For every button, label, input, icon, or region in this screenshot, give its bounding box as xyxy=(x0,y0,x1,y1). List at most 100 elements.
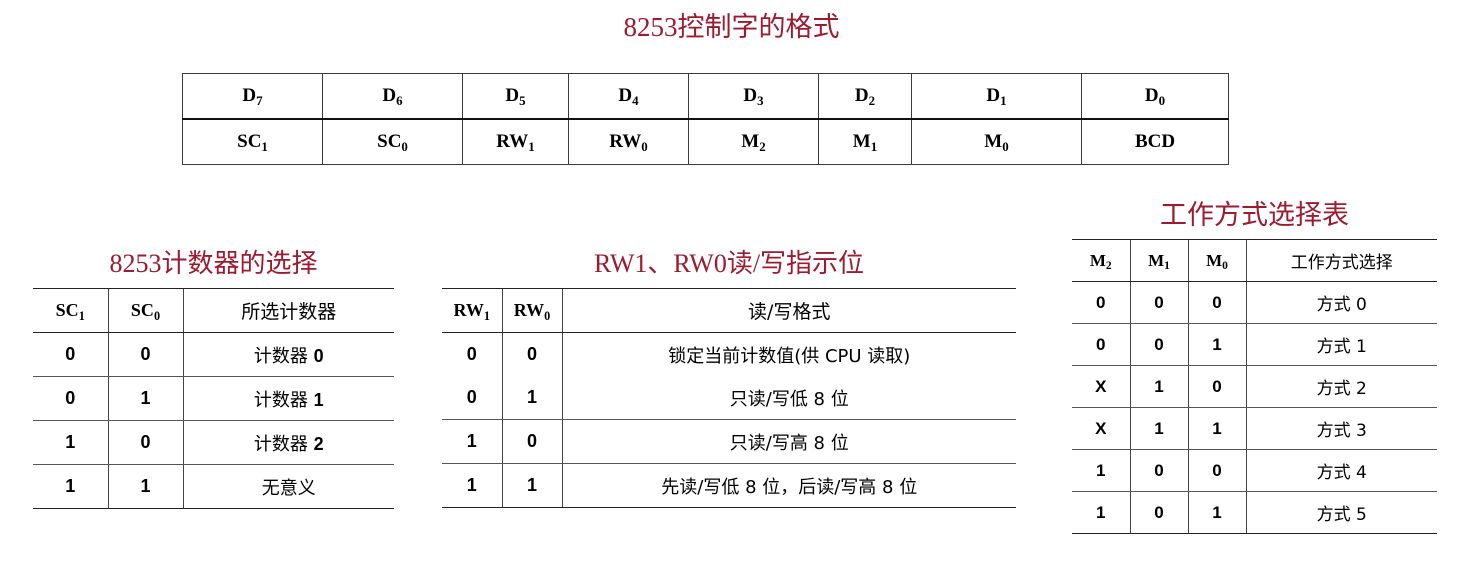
cell-rw1: 0 xyxy=(466,344,477,364)
bit-subscript: 2 xyxy=(868,92,876,108)
bit-letter: D xyxy=(382,85,397,106)
cell-m0: 1 xyxy=(1187,407,1246,450)
control-word-table: D7 D6 D5 D4 D3 D2 D1 D0 SC1 SC0 RW1 RW0 … xyxy=(182,73,1229,165)
cell-field-rw1: RW1 xyxy=(462,118,569,165)
mode-select-heading: 工作方式选择表 xyxy=(1160,200,1349,230)
desc-number: 0 xyxy=(313,345,324,366)
header-rw0: RW0 xyxy=(501,288,562,333)
cell-rw0: 1 xyxy=(501,376,562,420)
table-row: 1 0 0 方式 4 xyxy=(1072,449,1437,492)
bit-letter: D xyxy=(986,85,1001,106)
cell-m0: 0 xyxy=(1187,365,1246,408)
header-letter: M xyxy=(1148,250,1165,270)
bit-letter: D xyxy=(1144,85,1159,106)
cell-bit-d6: D6 xyxy=(322,73,463,120)
cell-rw1: 1 xyxy=(442,419,502,464)
header-m0: M0 xyxy=(1187,239,1246,282)
field-subscript: 0 xyxy=(641,138,648,154)
cell-field-m2: M2 xyxy=(688,118,819,165)
header-sc1: SC1 xyxy=(33,288,108,333)
cell-sc1: 0 xyxy=(33,332,108,377)
field-letter: M xyxy=(741,131,760,152)
cell-sc1: 1 xyxy=(33,420,108,465)
cell-description: 只读/写高 8 位 xyxy=(561,419,1016,464)
cell-m1: 1 xyxy=(1129,407,1188,450)
cell-rw0: 1 xyxy=(501,463,562,508)
table-row: 1 0 只读/写高 8 位 xyxy=(442,419,1016,464)
cell-rw0: 0 xyxy=(501,419,562,464)
field-letter: M xyxy=(852,131,871,152)
cell-m2: 0 xyxy=(1072,281,1130,324)
table-row: 0 0 0 方式 0 xyxy=(1072,281,1437,324)
field-subscript: 0 xyxy=(401,138,408,154)
table-row: X 1 0 方式 2 xyxy=(1072,365,1437,408)
cell-description: 锁定当前计数值(供 CPU 读取) xyxy=(561,332,1016,376)
cell-description: 计数器 2 xyxy=(182,420,394,465)
table-row: 0 0 计数器 0 xyxy=(33,332,394,377)
cell-field-m1: M1 xyxy=(818,118,912,165)
field-subscript: 1 xyxy=(261,138,268,154)
cell-field-bcd: BCD xyxy=(1081,118,1229,165)
bit-letter: D xyxy=(618,85,633,106)
cell-description: 只读/写低 8 位 xyxy=(561,376,1016,420)
cell-mode: 方式 1 xyxy=(1245,323,1437,366)
cell-rw0: 0 xyxy=(501,332,562,376)
desc-text: 计数器 xyxy=(253,345,314,367)
field-letter: RW xyxy=(496,131,529,152)
cell-bit-d7: D7 xyxy=(182,73,323,120)
cell-m2: 0 xyxy=(1072,323,1130,366)
header-letter: M xyxy=(1089,250,1106,270)
table-header-row: M2 M1 M0 工作方式选择 xyxy=(1072,239,1437,282)
table-row: 1 1 先读/写低 8 位，后读/写高 8 位 xyxy=(442,463,1016,508)
bit-subscript: 0 xyxy=(1158,92,1166,108)
cell-mode: 方式 2 xyxy=(1245,365,1437,408)
header-mode-selection: 工作方式选择 xyxy=(1245,239,1437,282)
cell-sc0: 1 xyxy=(107,376,183,421)
bit-letter: D xyxy=(505,85,520,106)
rw-select-table: RW1 RW0 读/写格式 0 0 锁定当前计数值(供 CPU 读取) 0 1 … xyxy=(442,288,1016,508)
header-selected-counter: 所选计数器 xyxy=(182,288,394,333)
table-row-fields: SC1 SC0 RW1 RW0 M2 M1 M0 BCD xyxy=(182,118,1229,165)
cell-rw1: 1 xyxy=(442,463,502,508)
cell-bit-d5: D5 xyxy=(462,73,569,120)
cell-bit-d2: D2 xyxy=(818,73,912,120)
cell-m2: X xyxy=(1072,365,1130,408)
cell-m0: 0 xyxy=(1187,281,1246,324)
cell-m2: X xyxy=(1072,407,1130,450)
cell-bit-d4: D4 xyxy=(568,73,689,120)
cell-sc0: 1 xyxy=(107,464,183,509)
mode-select-table: M2 M1 M0 工作方式选择 0 0 0 方式 0 0 0 1 方式 1 X … xyxy=(1072,239,1437,534)
desc-number: 1 xyxy=(313,389,324,410)
bit-subscript: 4 xyxy=(632,92,639,108)
header-subscript: 1 xyxy=(78,308,85,323)
cell-sc1: 1 xyxy=(33,464,108,509)
cell-m1: 1 xyxy=(1129,365,1188,408)
header-subscript: 0 xyxy=(153,308,161,323)
cell-field-m0: M0 xyxy=(911,118,1082,165)
cell-bit-d1: D1 xyxy=(911,73,1082,120)
field-letter: RW xyxy=(609,131,642,152)
bit-subscript: 5 xyxy=(519,92,526,108)
cell-field-rw0: RW0 xyxy=(568,118,689,165)
cell-rw1: 0 xyxy=(442,376,502,420)
field-letter: SC xyxy=(377,131,402,152)
field-letter: BCD xyxy=(1134,131,1176,152)
header-letter: M xyxy=(1206,250,1223,270)
cell-m2: 1 xyxy=(1072,449,1130,492)
cell-m0: 0 xyxy=(1187,449,1246,492)
bit-subscript: 3 xyxy=(757,92,764,108)
cell-m1: 0 xyxy=(1129,449,1188,492)
cell-m2: 1 xyxy=(1072,491,1130,534)
header-letter: SC xyxy=(130,300,154,320)
table-row: 0 0 1 方式 1 xyxy=(1072,323,1437,366)
bit-subscript: 6 xyxy=(396,92,403,108)
table-row: 0 1 只读/写低 8 位 xyxy=(442,376,1016,420)
field-subscript: 1 xyxy=(528,138,535,154)
table-row: 1 0 计数器 2 xyxy=(33,420,394,465)
header-subscript: 0 xyxy=(1222,258,1228,272)
desc-text: 计数器 xyxy=(253,433,314,455)
cell-field-sc1: SC1 xyxy=(182,118,323,165)
cell-description: 计数器 0 xyxy=(182,332,394,377)
cell-m0: 1 xyxy=(1187,491,1246,534)
table-row: 0 1 计数器 1 xyxy=(33,376,394,421)
